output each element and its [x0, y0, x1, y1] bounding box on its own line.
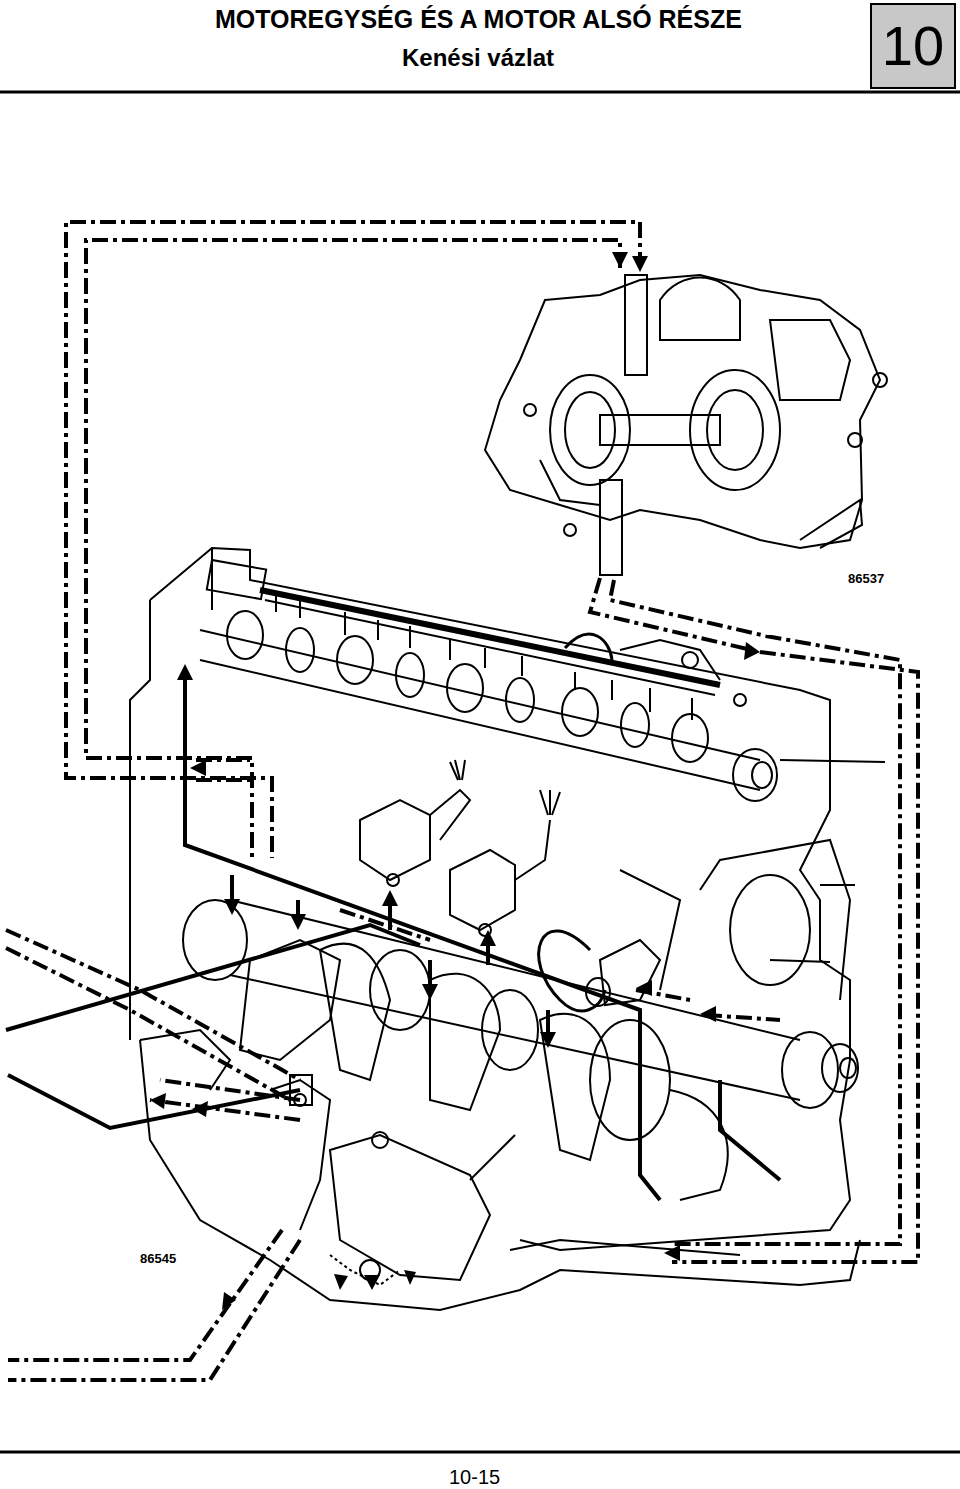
figure-number: 86545 — [140, 1251, 176, 1266]
chapter-number-box: 10 — [870, 3, 956, 89]
camshaft-and-head — [130, 548, 885, 1250]
oil-jets — [360, 760, 680, 1006]
oil-return-lines — [6, 222, 918, 1380]
header-rules — [0, 92, 960, 1452]
flow-arrowheads — [150, 252, 760, 1310]
oil-pump-sump — [140, 1030, 860, 1310]
chapter-number: 10 — [882, 18, 944, 74]
page-number: 10-15 — [449, 1466, 500, 1489]
crankshaft — [183, 840, 858, 1200]
page-title: MOTOREGYSÉG ÉS A MOTOR ALSÓ RÉSZE — [215, 5, 742, 34]
page-subtitle: Kenési vázlat — [402, 44, 554, 72]
figure-number: 86537 — [848, 571, 884, 586]
oil-pressure-lines — [6, 634, 780, 1200]
turbocharger — [485, 275, 887, 575]
